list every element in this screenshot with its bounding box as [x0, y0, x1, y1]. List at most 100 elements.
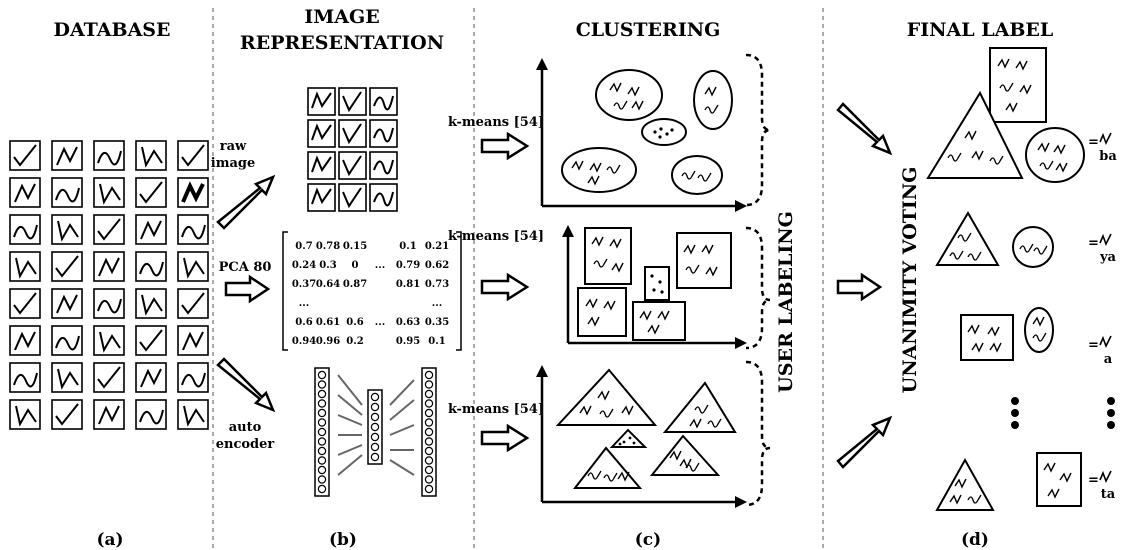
matrix-cell: ... — [375, 317, 385, 328]
matrix-cell: 0.21 — [425, 241, 449, 252]
database-sample — [177, 251, 209, 282]
matrix-cell: 0.81 — [396, 279, 420, 290]
cluster-braces — [745, 53, 771, 507]
raw-image-tile — [369, 151, 398, 180]
database-sample — [135, 362, 167, 393]
arrow-vote-3 — [836, 415, 893, 469]
database-sample — [93, 399, 125, 430]
arrow-kmeans-2 — [480, 272, 530, 302]
matrix-cell: 0.61 — [316, 317, 340, 328]
header-database: DATABASE — [53, 19, 170, 41]
raw-image-tile — [338, 87, 367, 116]
arrow-raw-image — [216, 174, 276, 230]
database-sample — [9, 362, 41, 393]
database-sample — [93, 288, 125, 319]
method-ae-label-line2: encoder — [216, 437, 275, 452]
final-label-markers: =ba=ya=a=ta — [1088, 132, 1117, 502]
database-sample — [93, 251, 125, 282]
matrix-cell: 0.1 — [399, 241, 416, 252]
method-raw-label-line1: raw — [220, 139, 247, 154]
ellipsis-dots — [1011, 397, 1115, 429]
arrow-pca — [224, 274, 271, 304]
raw-image-grid — [307, 87, 398, 212]
matrix-cell: 0.6 — [295, 317, 312, 328]
database-sample — [135, 325, 167, 356]
matrix-cell: 0.24 — [292, 260, 316, 271]
matrix-cell: 0.95 — [396, 336, 420, 347]
raw-image-tile — [369, 87, 398, 116]
matrix-cell: 0.3 — [319, 260, 336, 271]
database-sample — [177, 214, 209, 245]
panel-label-b: (b) — [329, 530, 357, 550]
matrix-cell: 0 — [352, 260, 359, 271]
matrix-cell: 0.94 — [292, 336, 316, 347]
arrow-kmeans-1 — [480, 131, 530, 161]
database-sample — [177, 399, 209, 430]
user-labeling-label: USER LABELING — [775, 211, 797, 393]
database-sample — [93, 177, 125, 208]
matrix-cell: 0.64 — [316, 279, 340, 290]
panel-label-c: (c) — [635, 530, 661, 550]
header-final-label: FINAL LABEL — [907, 19, 1053, 41]
matrix-cell: 0.6 — [346, 317, 363, 328]
database-sample — [135, 177, 167, 208]
database-sample — [135, 399, 167, 430]
database-sample — [9, 214, 41, 245]
database-sample — [93, 140, 125, 171]
matrix-cell: 0.87 — [343, 279, 367, 290]
database-sample — [9, 140, 41, 171]
arrow-kmeans-3 — [480, 423, 530, 453]
matrix-cell: 0.96 — [316, 336, 340, 347]
database-sample — [51, 362, 83, 393]
cluster-plot-raw — [536, 58, 747, 212]
raw-image-tile — [338, 183, 367, 212]
database-sample — [51, 140, 83, 171]
panel-label-d: (d) — [961, 530, 989, 550]
final-group-a — [960, 307, 1054, 361]
database-sample — [51, 399, 83, 430]
matrix-cell: 0.73 — [425, 279, 449, 290]
matrix-cell: 0.37 — [292, 279, 316, 290]
database-sample — [51, 214, 83, 245]
raw-image-tile — [338, 151, 367, 180]
final-label-ba: ba — [1099, 149, 1117, 164]
matrix-cell: ... — [375, 260, 385, 271]
database-sample — [9, 288, 41, 319]
database-image-grid — [9, 140, 209, 430]
database-sample — [177, 288, 209, 319]
database-sample — [9, 251, 41, 282]
database-sample — [135, 251, 167, 282]
matrix-cell: 0.2 — [346, 336, 363, 347]
database-sample — [177, 177, 209, 208]
header-image-representation-line2: REPRESENTATION — [240, 32, 444, 54]
matrix-cell: 0.79 — [396, 260, 420, 271]
database-sample — [135, 140, 167, 171]
method-pca-label: PCA 80 — [219, 260, 272, 275]
database-sample — [135, 288, 167, 319]
raw-image-tile — [338, 119, 367, 148]
final-label-ya: ya — [1099, 250, 1117, 265]
database-sample — [51, 288, 83, 319]
method-ae-label-line1: auto — [229, 420, 262, 435]
kmeans-label-3: k-means [54] — [448, 402, 544, 417]
arrow-autoencoder — [216, 357, 276, 413]
matrix-cell: 0.63 — [396, 317, 420, 328]
database-sample — [177, 362, 209, 393]
database-sample — [177, 140, 209, 171]
arrow-vote-2 — [836, 272, 883, 302]
final-label-a: a — [1104, 352, 1113, 367]
final-group-ya — [935, 211, 1054, 268]
database-sample — [93, 214, 125, 245]
database-sample — [93, 362, 125, 393]
matrix-cell: 0.1 — [428, 336, 445, 347]
equals-sign: = — [1088, 338, 1099, 353]
arrow-vote-1 — [836, 102, 893, 156]
method-raw-label-line2: image — [211, 156, 255, 171]
header-image-representation-line1: IMAGE — [304, 6, 379, 28]
raw-image-tile — [369, 119, 398, 148]
matrix-cell: 0.35 — [425, 317, 449, 328]
database-sample — [135, 214, 167, 245]
matrix-cell: 0.15 — [343, 241, 367, 252]
kmeans-label-2: k-means [54] — [448, 229, 544, 244]
